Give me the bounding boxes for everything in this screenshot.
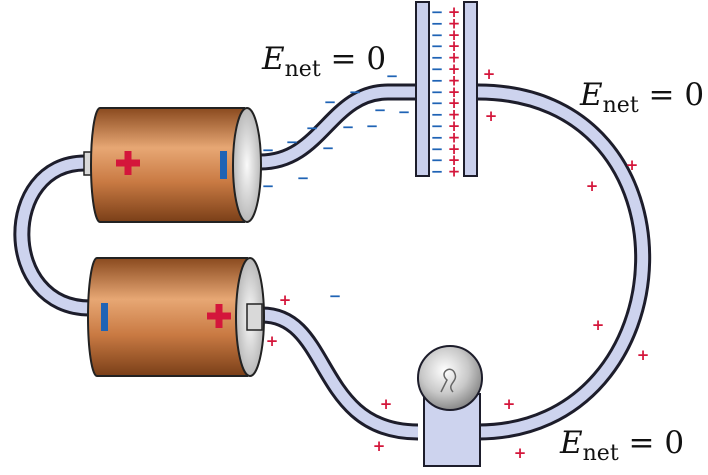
negative-charge: − bbox=[398, 103, 411, 121]
capacitor-positive-charge: + bbox=[448, 106, 461, 124]
capacitor-positive-charge: + bbox=[448, 71, 461, 89]
negative-charge: − bbox=[297, 169, 310, 187]
label-e-subscript: net bbox=[582, 441, 619, 466]
battery-bottom-body bbox=[87, 257, 248, 377]
positive-charge: + bbox=[503, 395, 516, 413]
capacitor-positive-charge: + bbox=[448, 37, 461, 55]
positive-charge: + bbox=[586, 177, 599, 195]
positive-charge: + bbox=[485, 107, 498, 125]
capacitor-positive-charge: + bbox=[448, 151, 461, 169]
label-e-value: = 0 bbox=[320, 41, 387, 77]
negative-charge: − bbox=[386, 67, 399, 85]
battery-bottom-positive-sign bbox=[207, 304, 231, 328]
label-e-value: = 0 bbox=[618, 425, 685, 461]
battery-top-cap bbox=[232, 107, 262, 223]
charge-markers: −+−+−+−+−+−+−+−+−+−+−+−+−+−+−+−−−−−−−−−−… bbox=[262, 3, 650, 462]
negative-charge: − bbox=[262, 177, 275, 195]
capacitor-negative-charge: − bbox=[431, 60, 444, 78]
battery-top bbox=[83, 107, 262, 223]
light-bulb bbox=[417, 345, 483, 467]
capacitor-negative-charge: − bbox=[431, 151, 444, 169]
capacitor-negative-charge: − bbox=[431, 37, 444, 55]
capacitor-plate-right bbox=[463, 1, 478, 177]
positive-charge: + bbox=[592, 316, 605, 334]
capacitor-negative-charge: − bbox=[431, 94, 444, 112]
label-e-subscript: net bbox=[602, 93, 639, 118]
positive-charge: + bbox=[483, 65, 496, 83]
capacitor-positive-charge: + bbox=[448, 163, 461, 181]
label-e-subscript: net bbox=[284, 57, 321, 82]
negative-charge: − bbox=[322, 139, 335, 157]
capacitor-positive-charge: + bbox=[448, 128, 461, 146]
capacitor-plate-left bbox=[415, 1, 430, 177]
positive-charge: + bbox=[279, 291, 292, 309]
capacitor-negative-charge: − bbox=[431, 26, 444, 44]
label-e-net-bottom-right: Enet = 0 bbox=[560, 428, 684, 465]
negative-charge: − bbox=[366, 117, 379, 135]
positive-charge: + bbox=[373, 437, 386, 455]
negative-charge: − bbox=[329, 287, 342, 305]
negative-charge: − bbox=[349, 83, 362, 101]
capacitor-positive-charge: + bbox=[448, 60, 461, 78]
label-e-symbol: E bbox=[580, 77, 603, 113]
bulb-filament bbox=[440, 368, 457, 393]
label-e-symbol: E bbox=[560, 425, 583, 461]
capacitor-positive-charge: + bbox=[448, 117, 461, 135]
label-e-value: = 0 bbox=[638, 77, 705, 113]
negative-charge: − bbox=[342, 118, 355, 136]
capacitor-negative-charge: − bbox=[431, 117, 444, 135]
negative-charge: − bbox=[324, 93, 337, 111]
negative-charge: − bbox=[262, 141, 275, 159]
capacitor-negative-charge: − bbox=[431, 140, 444, 158]
positive-charge: + bbox=[266, 332, 279, 350]
capacitor-negative-charge: − bbox=[431, 3, 444, 21]
battery-top-body bbox=[90, 107, 245, 223]
positive-charge: + bbox=[626, 156, 639, 174]
capacitor-positive-charge: + bbox=[448, 26, 461, 44]
negative-charge: − bbox=[286, 133, 299, 151]
positive-charge: + bbox=[380, 395, 393, 413]
negative-charge: − bbox=[374, 101, 387, 119]
capacitor-negative-charge: − bbox=[431, 83, 444, 101]
positive-charge: + bbox=[637, 346, 650, 364]
capacitor-negative-charge: − bbox=[431, 14, 444, 32]
battery-bottom-terminal bbox=[246, 303, 263, 331]
capacitor-positive-charge: + bbox=[448, 49, 461, 67]
capacitor-positive-charge: + bbox=[448, 94, 461, 112]
battery-bottom-negative-sign bbox=[101, 303, 108, 331]
bulb-glass bbox=[417, 345, 483, 411]
capacitor-positive-charge: + bbox=[448, 140, 461, 158]
capacitor-negative-charge: − bbox=[431, 128, 444, 146]
capacitor-negative-charge: − bbox=[431, 106, 444, 124]
capacitor-positive-charge: + bbox=[448, 3, 461, 21]
negative-charge: − bbox=[306, 119, 319, 137]
capacitor-negative-charge: − bbox=[431, 71, 444, 89]
wire-capacitor-to-bulb bbox=[477, 83, 652, 441]
battery-top-negative-sign bbox=[220, 151, 227, 179]
capacitor-negative-charge: − bbox=[431, 49, 444, 67]
label-e-net-top-left: Enet = 0 bbox=[262, 44, 386, 81]
label-e-net-top-right: Enet = 0 bbox=[580, 80, 704, 117]
wire-fills bbox=[16, 86, 649, 438]
capacitor-positive-charge: + bbox=[448, 14, 461, 32]
wire-battery-to-capacitor bbox=[259, 83, 415, 171]
positive-charge: + bbox=[514, 444, 527, 462]
wire-battery-to-bulb bbox=[261, 306, 419, 441]
battery-bottom bbox=[87, 257, 265, 377]
label-e-symbol: E bbox=[262, 41, 285, 77]
capacitor-negative-charge: − bbox=[431, 163, 444, 181]
battery-top-positive-sign bbox=[116, 151, 140, 175]
capacitor bbox=[415, 1, 478, 177]
capacitor-positive-charge: + bbox=[448, 83, 461, 101]
